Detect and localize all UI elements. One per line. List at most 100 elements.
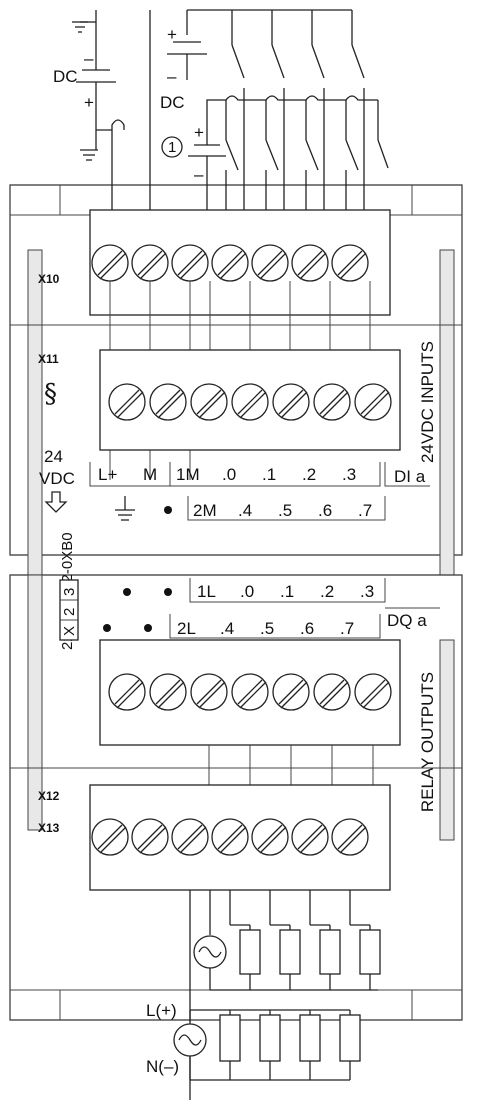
switch-contact-icon: [225, 139, 239, 171]
ac-source-icon: [173, 1023, 207, 1057]
load-resistor-icon: [299, 1010, 321, 1080]
screw-terminal-icon: [313, 673, 351, 711]
ac-source-icon: [193, 935, 227, 969]
load-resistor-icon: [259, 1010, 281, 1080]
screw-terminal-icon: [272, 383, 310, 421]
screw-terminal-icon: [171, 244, 209, 282]
version-box: X: [61, 626, 78, 636]
screw-terminal-icon: [131, 818, 169, 856]
load-resistor-icon: [339, 1010, 361, 1080]
lower-supply-plus: +: [194, 123, 204, 142]
unused-terminal-dot: [103, 624, 111, 632]
switch-contact-icon: [311, 10, 325, 105]
input-switches-upper: [231, 10, 365, 105]
input-supply-minus: –: [167, 67, 177, 86]
neutral-label: N(–): [146, 1057, 179, 1076]
section-sign-icon: §: [44, 379, 57, 409]
input-supply-dc-label: DC: [160, 93, 185, 112]
screw-terminal-icon: [91, 818, 129, 856]
screw-terminal-icon: [211, 818, 249, 856]
terminal-label: 2L: [177, 619, 196, 638]
dc-minus-label: –: [84, 49, 94, 68]
terminal-label: .4: [220, 619, 234, 638]
down-arrow-icon: [44, 491, 68, 513]
load-resistor-icon: [230, 924, 261, 990]
screw-terminal-icon: [251, 818, 289, 856]
unused-terminal-dot: [164, 588, 172, 596]
line-label: L(+): [146, 1001, 177, 1020]
terminal-label: .6: [300, 619, 314, 638]
terminal-block-x13: [89, 784, 391, 891]
connector-x12-label: X12: [38, 789, 60, 803]
terminal-label: 1M: [176, 465, 200, 484]
terminal-label: 1L: [197, 582, 216, 601]
terminal-label: .1: [280, 582, 294, 601]
screw-terminal-icon: [291, 244, 329, 282]
inputs-side-label: 24VDC INPUTS: [418, 341, 437, 463]
screw-terminal-icon: [108, 383, 146, 421]
terminal-label: L+: [98, 465, 117, 484]
switch-contact-icon: [265, 139, 279, 171]
version-boxes: 3 2 X: [59, 579, 79, 641]
terminal-label: .3: [360, 582, 374, 601]
terminal-label: .4: [238, 501, 252, 520]
dc-plus-label: +: [84, 93, 94, 112]
screw-terminal-icon: [171, 818, 209, 856]
switch-contact-icon: [351, 10, 365, 105]
terminal-label: .1: [262, 465, 276, 484]
screw-terminal-icon: [291, 818, 329, 856]
input-dc-supply: + – DC 1: [160, 9, 352, 158]
switch-contact-icon: [345, 139, 359, 171]
terminal-label: .7: [358, 501, 372, 520]
ground-icon: [72, 21, 88, 33]
input-label-row-2: 2M .4 .5 .6 .7: [115, 496, 386, 521]
terminal-label: .6: [318, 501, 332, 520]
screw-terminal-icon: [190, 383, 228, 421]
top-dc-supply: – DC +: [53, 10, 151, 245]
terminal-label: .2: [320, 582, 334, 601]
terminal-label: .7: [340, 619, 354, 638]
terminal-label: .3: [342, 465, 356, 484]
load-resistor-icon: [270, 924, 301, 990]
screw-terminal-icon: [272, 673, 310, 711]
screw-terminal-icon: [211, 244, 249, 282]
version-box: 2: [61, 608, 78, 616]
screw-terminal-icon: [331, 244, 369, 282]
sensor-supply-unit: VDC: [39, 469, 75, 488]
version-box: 3: [61, 588, 78, 596]
svg-text:§: §: [44, 379, 57, 409]
unused-terminal-dot: [144, 624, 152, 632]
sensor-supply-value: 24: [44, 447, 63, 466]
load-resistor-icon: [219, 1010, 241, 1080]
screw-terminal-icon: [354, 383, 392, 421]
switch-contact-icon: [305, 139, 319, 171]
input-group-label: DI a: [394, 467, 426, 486]
output-label-row-2: 2L .4 .5 .6 .7: [103, 614, 381, 639]
load-resistor-icon: [310, 924, 341, 990]
screw-terminal-icon: [91, 244, 129, 282]
connector-x10-label: X10: [38, 272, 60, 286]
output-label-row-1: 1L .0 .1 .2 .3 DQ a: [123, 578, 440, 630]
screw-terminal-icon: [149, 383, 187, 421]
screw-terminal-icon: [149, 673, 187, 711]
screw-terminal-icon: [354, 673, 392, 711]
load-resistor-icon: [350, 924, 381, 990]
screw-terminal-icon: [231, 673, 269, 711]
note-number: 1: [168, 139, 176, 156]
outputs-side-label: RELAY OUTPUTS: [418, 672, 437, 812]
screw-terminal-icon: [331, 818, 369, 856]
input-label-row-1: L+ M 1M .0 .1 .2 .3 DI a: [89, 462, 430, 487]
switch-contact-icon: [231, 10, 245, 105]
terminal-label: .5: [278, 501, 292, 520]
screw-terminal-icon: [251, 244, 289, 282]
input-supply-plus: +: [167, 25, 177, 44]
unused-terminal-dot: [123, 588, 131, 596]
unused-terminal-dot: [164, 506, 172, 514]
screw-terminal-icon: [231, 383, 269, 421]
terminal-label: .5: [260, 619, 274, 638]
connector-x11-label: X11: [38, 352, 59, 366]
screw-terminal-icon: [131, 244, 169, 282]
connector-x13-label: X13: [38, 821, 60, 835]
terminal-label: 2M: [193, 501, 217, 520]
switch-contact-icon: [271, 10, 285, 105]
